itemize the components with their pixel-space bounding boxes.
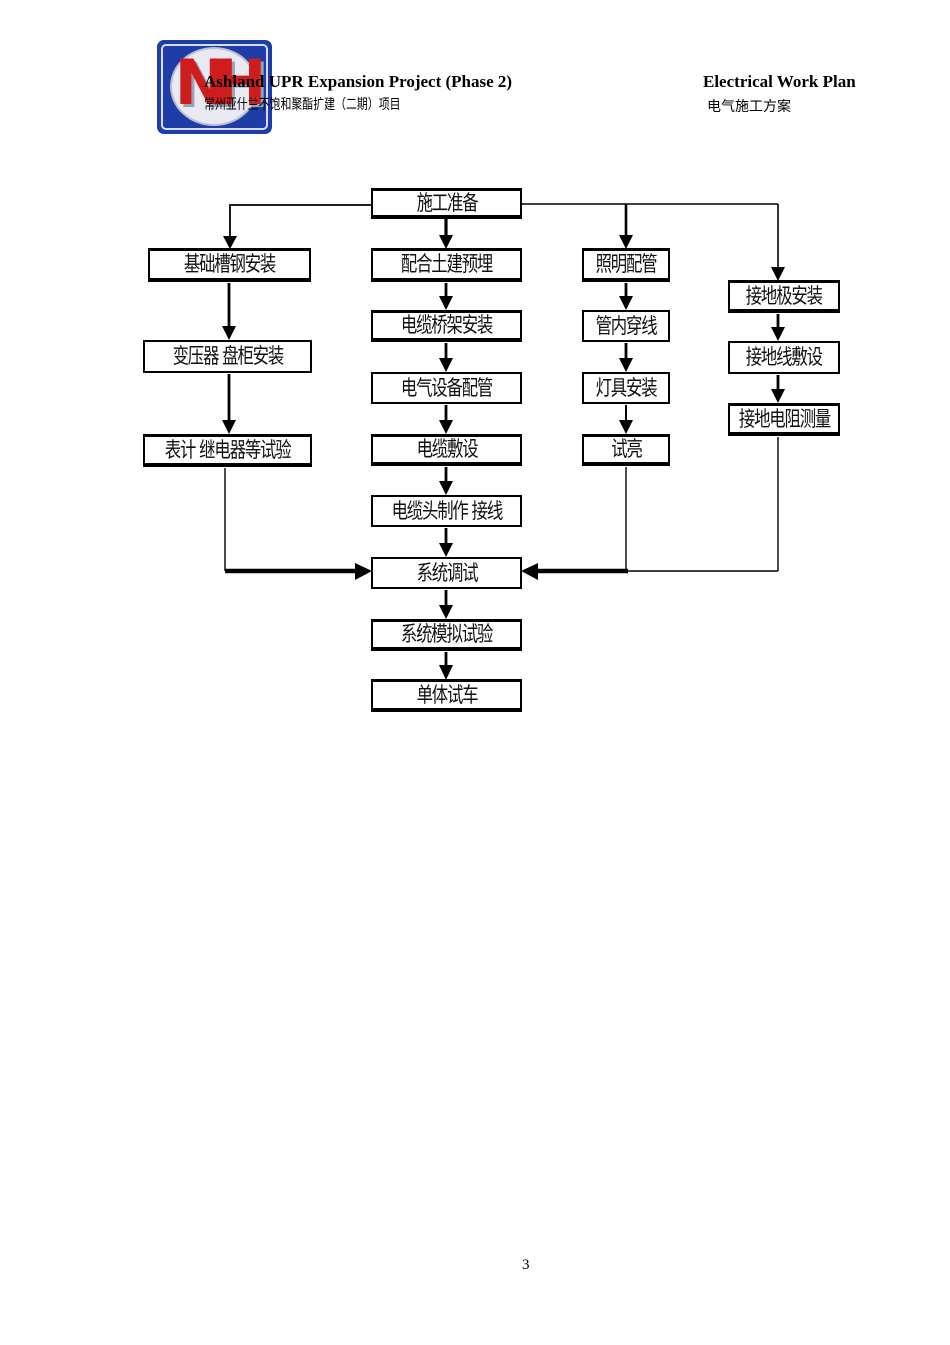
- node-wire-pulling: 管内穿线: [582, 310, 670, 342]
- node-lighting-conduit: 照明配管: [582, 248, 670, 282]
- node-cable-laying: 电缆敷设: [371, 434, 522, 466]
- node-label: 试亮: [610, 437, 643, 461]
- node-label: 电缆敷设: [416, 437, 478, 461]
- node-system-commissioning: 系统调试: [371, 557, 522, 589]
- page-number: 3: [522, 1257, 530, 1273]
- node-foundation-channel-steel: 基础槽钢安装: [148, 248, 311, 282]
- node-civil-embedding: 配合土建预埋: [371, 248, 522, 282]
- doc-title-zh: 电气施工方案: [707, 100, 791, 115]
- node-label: 接地极安装: [745, 283, 823, 308]
- node-ground-wire-laying: 接地线敷设: [728, 341, 840, 374]
- node-transformer-panel-install: 变压器 盘柜安装: [143, 340, 312, 373]
- node-unit-trial-run: 单体试车: [371, 679, 522, 712]
- node-label: 电缆头制作 接线: [391, 498, 503, 523]
- node-system-simulation-test: 系统模拟试验: [371, 619, 522, 651]
- node-label: 灯具安装: [595, 375, 658, 400]
- project-title-zh: 常州亚什兰不饱和聚酯扩建（二期）项目: [204, 98, 401, 113]
- node-label: 电缆桥架安装: [400, 313, 493, 337]
- node-label: 系统调试: [416, 560, 478, 585]
- node-label: 接地线敷设: [745, 345, 823, 369]
- node-label: 接地电阻测量: [738, 406, 830, 431]
- node-label: 表计 继电器等试验: [164, 437, 292, 462]
- node-label: 电气设备配管: [400, 375, 493, 400]
- project-title-en: Ashland UPR Expansion Project (Phase 2): [204, 72, 513, 91]
- node-cable-termination-wiring: 电缆头制作 接线: [371, 495, 522, 527]
- logo-letters: NH: [174, 46, 267, 119]
- node-equipment-conduit: 电气设备配管: [371, 372, 522, 404]
- node-label: 基础槽钢安装: [183, 252, 276, 276]
- node-construction-prep: 施工准备: [371, 188, 522, 219]
- node-label: 照明配管: [595, 252, 658, 276]
- logo-globe-icon: [170, 47, 258, 126]
- node-fixture-install: 灯具安装: [582, 372, 670, 404]
- logo-frame: [161, 44, 268, 130]
- node-label: 施工准备: [416, 190, 478, 215]
- node-label: 系统模拟试验: [400, 622, 493, 646]
- node-lighting-test: 试亮: [582, 434, 670, 466]
- doc-title-en: Electrical Work Plan: [703, 72, 856, 91]
- node-label: 配合土建预埋: [400, 252, 493, 276]
- node-label: 变压器 盘柜安装: [172, 344, 284, 368]
- node-ground-resistance-measure: 接地电阻测量: [728, 403, 840, 436]
- company-logo: NH: [157, 40, 272, 134]
- node-ground-electrode-install: 接地极安装: [728, 280, 840, 313]
- node-label: 单体试车: [416, 682, 478, 707]
- node-meter-relay-test: 表计 继电器等试验: [143, 434, 312, 467]
- node-cable-tray-install: 电缆桥架安装: [371, 310, 522, 342]
- node-label: 管内穿线: [595, 313, 658, 338]
